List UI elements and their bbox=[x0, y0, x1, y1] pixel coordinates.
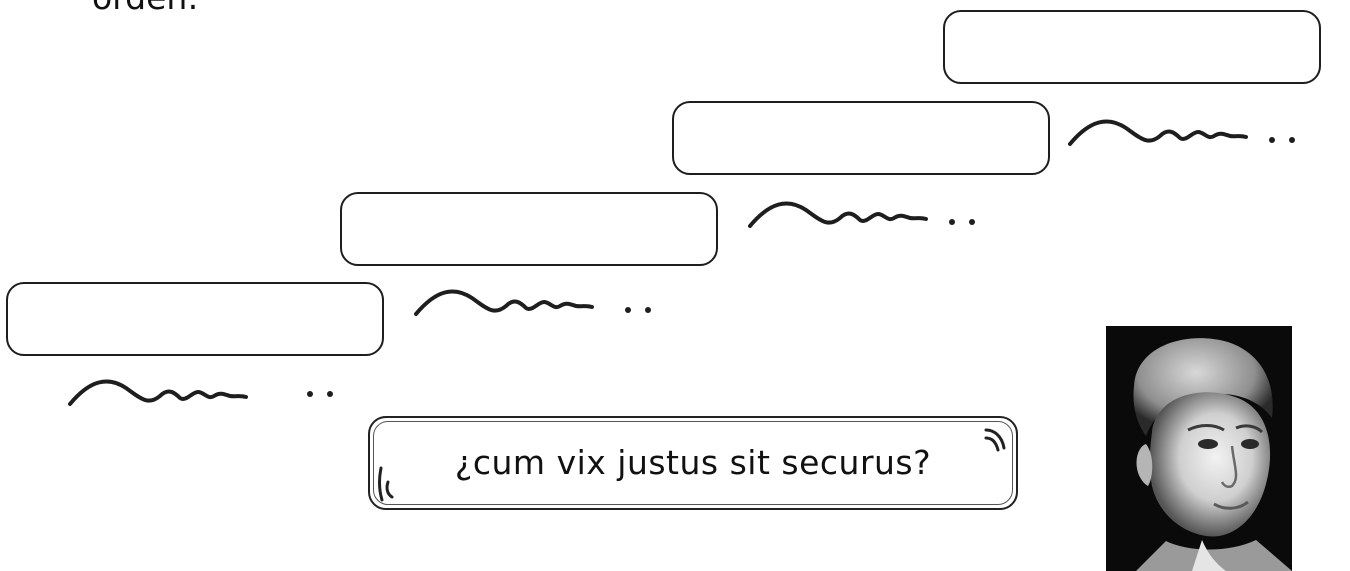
squiggle-icon bbox=[414, 280, 684, 330]
close-quote-icon bbox=[980, 426, 1010, 464]
answer-box-3[interactable] bbox=[340, 192, 718, 266]
answer-box-1[interactable] bbox=[943, 10, 1321, 84]
answer-box-4[interactable] bbox=[6, 282, 384, 356]
answer-box-2[interactable] bbox=[672, 101, 1050, 175]
squiggle-icon bbox=[68, 368, 338, 418]
instruction-text: orden: bbox=[92, 0, 198, 18]
quote-text: ¿cum vix justus sit securus? bbox=[454, 443, 932, 482]
squiggle-icon bbox=[748, 192, 1018, 242]
open-quote-icon bbox=[376, 464, 402, 508]
squiggle-icon bbox=[1068, 110, 1338, 160]
quote-box: ¿cum vix justus sit securus? bbox=[368, 416, 1018, 510]
portrait-image bbox=[1106, 326, 1292, 571]
